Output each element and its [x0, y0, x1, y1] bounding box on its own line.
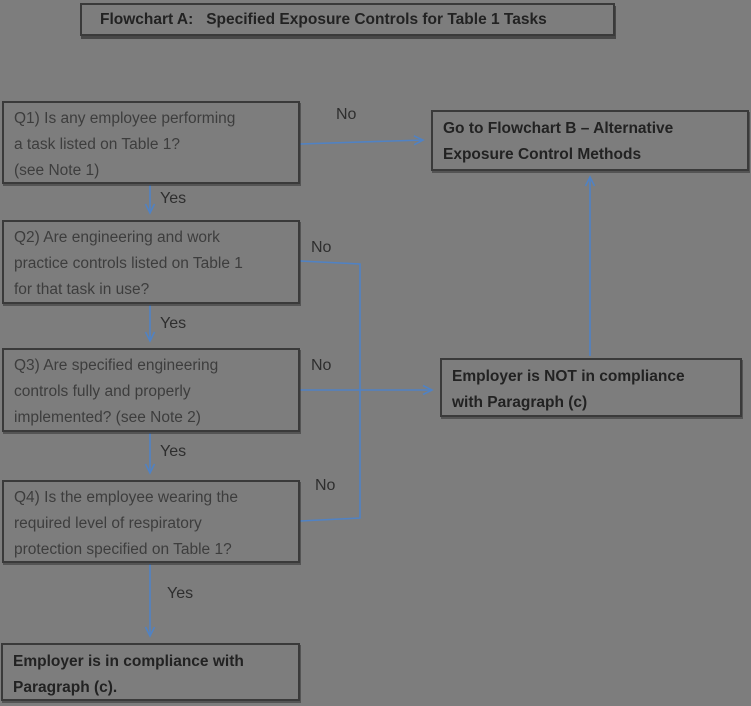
node-in-compliance: Employer is in compliance with Paragraph…	[1, 643, 300, 701]
node-flowchart-b: Go to Flowchart B – Alternative Exposure…	[431, 110, 749, 171]
edge-label-q1-no: No	[336, 106, 357, 123]
edge-label-q2-no: No	[311, 239, 332, 256]
connector-q1-no	[299, 135, 425, 146]
node-q4: Q4) Is the employee wearing the required…	[2, 480, 300, 563]
flowchart-title-text: Flowchart A: Specified Exposure Controls…	[100, 10, 547, 28]
node-q2: Q2) Are engineering and work practice co…	[2, 220, 300, 304]
node-q1: Q1) Is any employee performing a task li…	[2, 101, 300, 184]
node-not-in-compliance: Employer is NOT in compliance with Parag…	[440, 358, 742, 417]
edge-label-q3-no: No	[311, 357, 332, 374]
edge-label-q4-no: No	[315, 477, 336, 494]
node-q3: Q3) Are specified engineering controls f…	[2, 348, 300, 432]
edge-label-q4-yes: Yes	[167, 585, 194, 602]
edge-label-q2-yes: Yes	[160, 315, 187, 332]
edge-label-q1-yes: Yes	[160, 190, 187, 207]
edge-label-q3-yes: Yes	[160, 443, 187, 460]
flowchart-title: Flowchart A: Specified Exposure Controls…	[80, 3, 615, 36]
